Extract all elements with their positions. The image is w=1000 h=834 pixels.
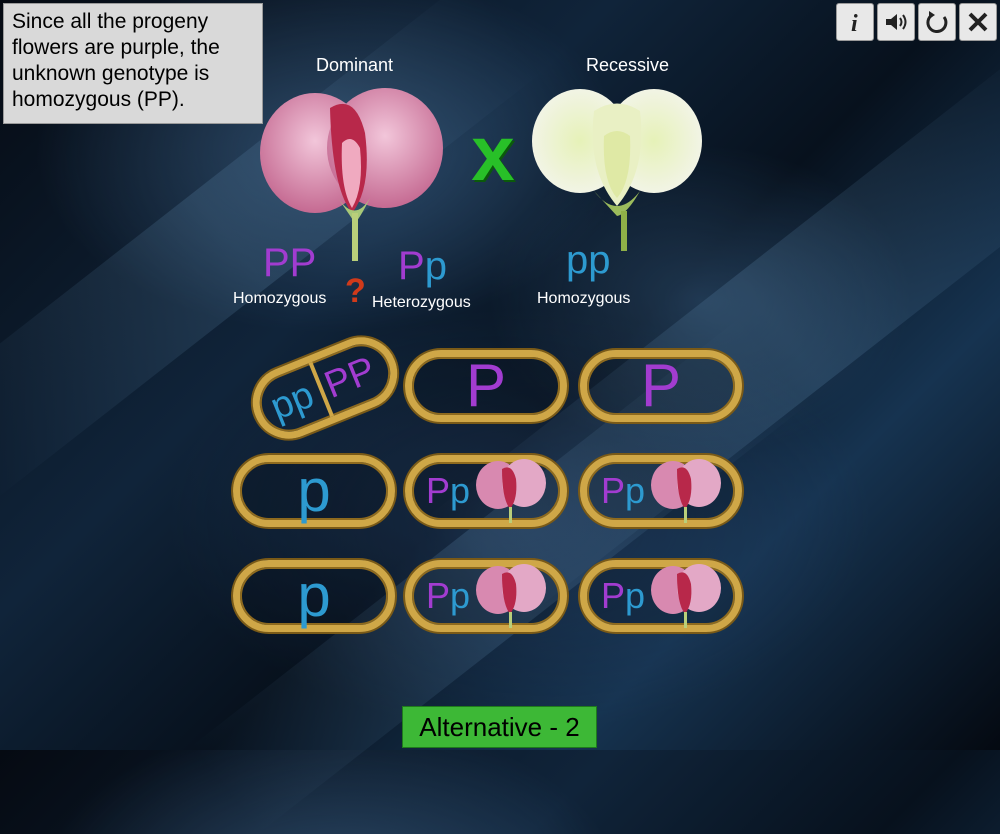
punnett-offspring-cell-2: Pp <box>580 455 742 527</box>
corner-recessive-genotype: pp <box>264 373 320 429</box>
recessive-genotype: pp <box>566 238 611 282</box>
refresh-icon <box>926 11 948 33</box>
purple-flower-icon <box>476 459 547 523</box>
punnett-left-allele-1: p <box>233 455 395 527</box>
allele-text: p <box>297 562 331 629</box>
dominant-homozygous-genotype: PP <box>263 241 317 285</box>
unknown-genotype-mark: ? <box>345 272 366 310</box>
white-flower-image <box>532 89 702 251</box>
svg-text:i: i <box>851 11 858 36</box>
offspring-genotype: Pp <box>425 470 471 511</box>
info-icon: i <box>851 11 858 36</box>
speaker-icon <box>886 14 907 30</box>
allele-text: p <box>297 457 331 524</box>
offspring-genotype: Pp <box>600 470 646 511</box>
punnett-left-allele-2: p <box>233 560 395 632</box>
cross-symbol: x <box>471 109 515 197</box>
corner-dominant-genotype: PP <box>318 348 382 407</box>
dominant-homozygous-label: Homozygous <box>233 290 327 307</box>
recessive-homozygous-label: Homozygous <box>537 290 631 307</box>
dominant-title: Dominant <box>316 55 394 75</box>
punnett-offspring-cell-1: Pp <box>405 455 567 527</box>
offspring-genotype: Pp <box>600 575 646 616</box>
purple-flower-image <box>260 88 443 261</box>
close-icon <box>968 12 988 32</box>
toolbar: i <box>836 3 997 41</box>
close-button[interactable] <box>959 3 997 41</box>
purple-flower-icon <box>476 564 547 628</box>
punnett-offspring-cell-4: Pp <box>580 560 742 632</box>
sound-button[interactable] <box>877 3 915 41</box>
punnett-top-allele-2: P <box>580 350 742 422</box>
purple-flower-icon <box>651 459 722 523</box>
alternative-label: Alternative - 2 <box>402 706 597 748</box>
punnett-top-allele-1: P <box>405 350 567 422</box>
dominant-heterozygous-genotype: Pp <box>398 244 447 288</box>
instruction-text-box: Since all the progeny flowers are purple… <box>3 3 263 124</box>
dominant-heterozygous-label: Heterozygous <box>372 294 471 311</box>
allele-text: P <box>640 352 682 419</box>
instruction-text: Since all the progeny flowers are purple… <box>12 10 220 111</box>
purple-flower-icon <box>651 564 722 628</box>
reset-button[interactable] <box>918 3 956 41</box>
punnett-corner-cell: pp PP <box>241 326 409 450</box>
allele-text: P <box>465 352 507 419</box>
recessive-title: Recessive <box>586 55 670 75</box>
punnett-offspring-cell-3: Pp <box>405 560 567 632</box>
offspring-genotype: Pp <box>425 575 471 616</box>
info-button[interactable]: i <box>836 3 874 41</box>
